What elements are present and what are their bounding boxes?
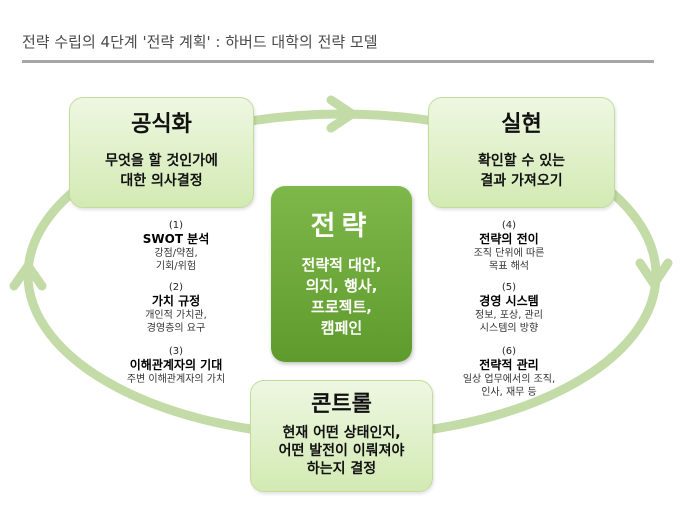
strategy-line-2: 의지, 행사, [305, 277, 378, 295]
control-line-3: 하는지 결정 [306, 461, 377, 477]
item-number: (3) [168, 346, 184, 357]
formalize-line-1: 무엇을 할 것인가에 [105, 153, 218, 169]
item-number: (2) [168, 282, 184, 293]
left-item-2: (2) 가치 규정 개인적 가치관, 경영층의 요구 [96, 281, 256, 335]
item-name: 이해관계자의 기대 [129, 358, 223, 372]
title-divider [22, 60, 654, 63]
item-desc: 시스템의 방향 [479, 323, 539, 334]
item-number: (6) [501, 346, 517, 357]
item-name: 가치 규정 [151, 294, 201, 308]
item-name: 전략의 전이 [479, 232, 539, 246]
cycle-arrow-right [635, 258, 673, 289]
realize-heading: 실현 [501, 112, 542, 137]
control-line-1: 현재 어떤 상태인지, [282, 425, 401, 441]
item-desc: 정보, 포상, 관리 [475, 310, 543, 321]
control-heading: 콘트롤 [311, 392, 372, 417]
right-item-5: (5) 경영 시스템 정보, 포상, 관리 시스템의 방향 [429, 281, 589, 335]
item-desc: 인사, 재무 등 [481, 387, 537, 398]
formalize-line-2: 대한 의사결정 [120, 173, 203, 189]
realize-line-1: 확인할 수 있는 [477, 153, 566, 169]
item-desc: 경영층의 요구 [146, 323, 206, 334]
left-item-1: (1) SWOT 분석 강점/약점, 기회/위험 [96, 219, 256, 273]
formalize-box: 공식화 무엇을 할 것인가에 대한 의사결정 [69, 97, 254, 208]
control-line-2: 어떤 발전이 이뤄져야 [278, 443, 405, 459]
realize-line-2: 결과 가져오기 [480, 173, 563, 189]
right-item-4: (4) 전략의 전이 조직 단위에 따른 목표 해석 [429, 219, 589, 273]
item-desc: 기회/위험 [155, 261, 197, 272]
item-name: SWOT 분석 [142, 232, 210, 246]
item-desc: 주변 이해관계자의 가치 [126, 374, 226, 385]
item-number: (5) [501, 282, 517, 293]
strategy-line-1: 전략적 대안, [301, 256, 382, 274]
item-number: (1) [168, 220, 184, 231]
formalize-heading: 공식화 [131, 112, 192, 137]
item-name: 전략적 관리 [479, 358, 539, 372]
item-desc: 조직 단위에 따른 [473, 248, 545, 259]
right-item-6: (6) 전략적 관리 일상 업무에서의 조직, 인사, 재무 등 [429, 345, 589, 399]
realize-box: 실현 확인할 수 있는 결과 가져오기 [428, 97, 615, 208]
item-number: (4) [501, 220, 517, 231]
item-name: 경영 시스템 [479, 294, 539, 308]
item-desc: 강점/약점, [154, 248, 198, 259]
item-desc: 일상 업무에서의 조직, [462, 374, 556, 385]
cycle-arrow-top [326, 95, 357, 133]
page-title: 전략 수립의 4단계 '전략 계획' : 하버드 대학의 전략 모델 [22, 33, 378, 51]
strategy-line-3: 프로젝트, [311, 298, 372, 316]
cycle-arrow-left [9, 261, 47, 291]
strategy-box: 전략 전략적 대안, 의지, 행사, 프로젝트, 캠페인 [271, 186, 412, 362]
strategy-line-4: 캠페인 [320, 319, 363, 337]
strategy-heading: 전략 [310, 211, 373, 242]
control-box: 콘트롤 현재 어떤 상태인지, 어떤 발전이 이뤄져야 하는지 결정 [250, 380, 433, 492]
item-desc: 개인적 가치관, [145, 310, 207, 321]
item-desc: 목표 해석 [489, 261, 529, 272]
left-item-3: (3) 이해관계자의 기대 주변 이해관계자의 가치 [96, 345, 256, 386]
